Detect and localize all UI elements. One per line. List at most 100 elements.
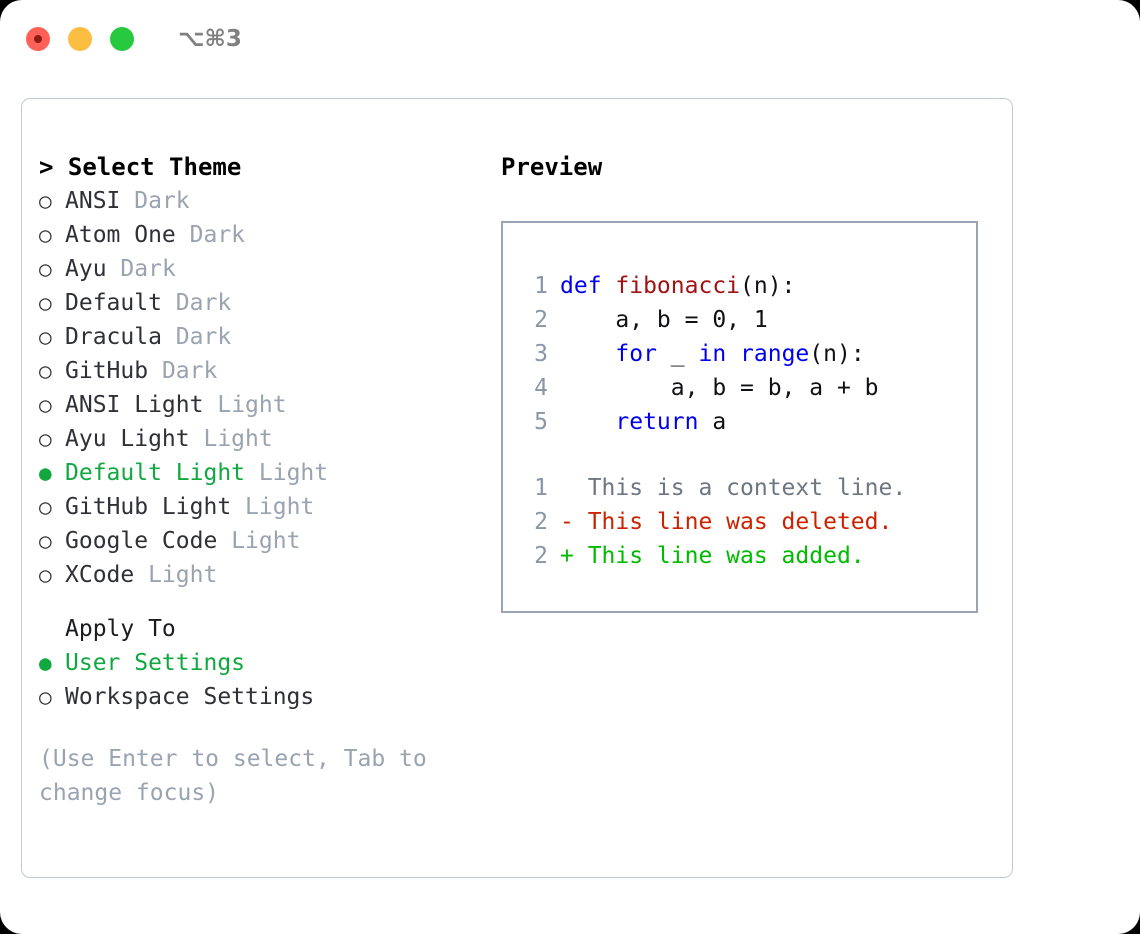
theme-name: Default [65,290,162,316]
theme-variant-badge: Dark [120,256,176,282]
radio-unselected-icon: ○ [39,529,52,553]
theme-option-ansi-light[interactable]: ○ANSI Light Light [39,388,489,422]
spacer [162,320,176,354]
apply-to-label: Workspace Settings [65,684,315,710]
theme-picker-panel: > Select Theme ○ANSI Dark○Atom One Dark○… [21,98,1013,878]
theme-name: Atom One [65,222,176,248]
theme-option-ayu[interactable]: ○ Ayu Dark [39,252,489,286]
code-line: 4 a, b = b, a + b [516,371,968,405]
apply-to-list[interactable]: ● User Settings ○Workspace Settings [39,646,489,714]
line-number: 5 [534,409,548,435]
line-number: 1 [534,475,548,501]
spacer [120,184,134,218]
code-token-kw: for [615,341,657,367]
title-bar: ⌥⌘3 [0,0,1140,78]
diff-line-del: 2- This line was deleted. [516,505,968,539]
spacer [134,558,148,592]
apply-to-option-workspace-settings[interactable]: ○Workspace Settings [39,680,489,714]
spacer [217,524,231,558]
code-token-plain: a, b = 0, 1 [560,307,768,333]
radio-unselected-icon: ○ [39,495,52,519]
code-line: 3 for _ in range(n): [516,337,968,371]
theme-variant-badge: Dark [134,188,190,214]
theme-variant-badge: Dark [175,324,232,350]
code-spacer [516,439,968,471]
theme-variant-badge: Light [245,494,315,520]
theme-variant-badge: Light [258,460,329,486]
code-token-kw: in [698,341,727,367]
theme-variant-badge: Dark [189,222,246,248]
code-token-kw: return [615,409,699,435]
maximize-window-button[interactable] [110,27,134,51]
radio-selected-icon: ● [39,651,52,675]
apply-to-section: Apply To ●User Settings○Workspace Settin… [39,612,489,714]
diff-line-add: 2+ This line was added. [516,539,968,573]
page-title: > Select Theme [39,153,242,181]
code-token-kw: range [740,341,810,367]
code-line: 2 a, b = 0, 1 [516,303,968,337]
line-number: 1 [534,273,548,299]
code-token-plain: a [698,409,727,435]
theme-name: Dracula [65,324,162,350]
diff-block: 1 This is a context line.2- This line wa… [516,471,968,573]
theme-option-xcode[interactable]: ○XCode Light [39,558,489,592]
theme-option-github[interactable]: ○ GitHub Dark [39,354,489,388]
code-token-kw: def [560,273,616,299]
theme-option-dracula[interactable]: ○ Dracula Dark [39,320,489,354]
theme-option-ansi[interactable]: ○ANSI Dark [39,184,489,218]
radio-selected-icon: ● [39,461,52,485]
theme-option-github-light[interactable]: ○GitHub Light Light [39,490,489,524]
code-token-fn: fibonacci [615,273,741,299]
theme-name: ANSI [65,188,121,214]
theme-variant-badge: Light [148,562,218,588]
code-token-plain: (n): [740,273,796,299]
apply-to-option-user-settings[interactable]: ● User Settings [39,646,489,680]
line-number: 4 [534,375,548,401]
apply-to-label: User Settings [65,650,246,676]
radio-unselected-icon: ○ [39,291,52,315]
traffic-lights [26,27,134,51]
line-number: 3 [534,341,548,367]
theme-variant-badge: Dark [161,358,218,384]
theme-list[interactable]: ○ANSI Dark○Atom One Dark○Ayu Dark○Defaul… [39,184,489,592]
spacer [176,218,190,252]
theme-name: ANSI Light [65,392,204,418]
theme-name: GitHub [65,358,149,384]
theme-name: Ayu Light [65,426,190,452]
line-number: 2 [534,509,548,535]
theme-option-default-light[interactable]: ●Default Light Light [39,456,489,490]
minimize-window-button[interactable] [68,27,92,51]
code-line: 1 def fibonacci(n): [516,269,968,303]
code-token-plain: _ [656,341,699,367]
theme-variant-badge: Light [217,392,287,418]
theme-option-google-code[interactable]: ○Google Code Light [39,524,489,558]
close-window-button[interactable] [26,27,50,51]
diff-text: This is a context line. [560,475,907,501]
code-token-plain [726,337,740,371]
radio-unselected-icon: ○ [39,325,52,349]
code-token-plain [560,405,615,439]
theme-option-ayu-light[interactable]: ○ Ayu Light Light [39,422,489,456]
radio-unselected-icon: ○ [39,427,52,451]
line-number: 2 [534,543,548,569]
code-token-plain: a, b = b, a + b [560,375,879,401]
spacer [107,252,121,286]
spacer [245,456,259,490]
theme-variant-badge: Light [203,426,273,452]
code-token-plain [560,337,615,371]
diff-line-ctx: 1 This is a context line. [516,471,968,505]
spacer [231,490,245,524]
keyboard-hint: (Use Enter to select, Tab to change focu… [39,746,427,806]
theme-name: Ayu [65,256,107,282]
radio-unselected-icon: ○ [39,359,52,383]
theme-list-column: > Select Theme ○ANSI Dark○Atom One Dark○… [39,150,489,810]
theme-option-default[interactable]: ○Default Dark [39,286,489,320]
theme-option-atom-one[interactable]: ○Atom One Dark [39,218,489,252]
spacer [203,388,217,422]
radio-unselected-icon: ○ [39,257,52,281]
